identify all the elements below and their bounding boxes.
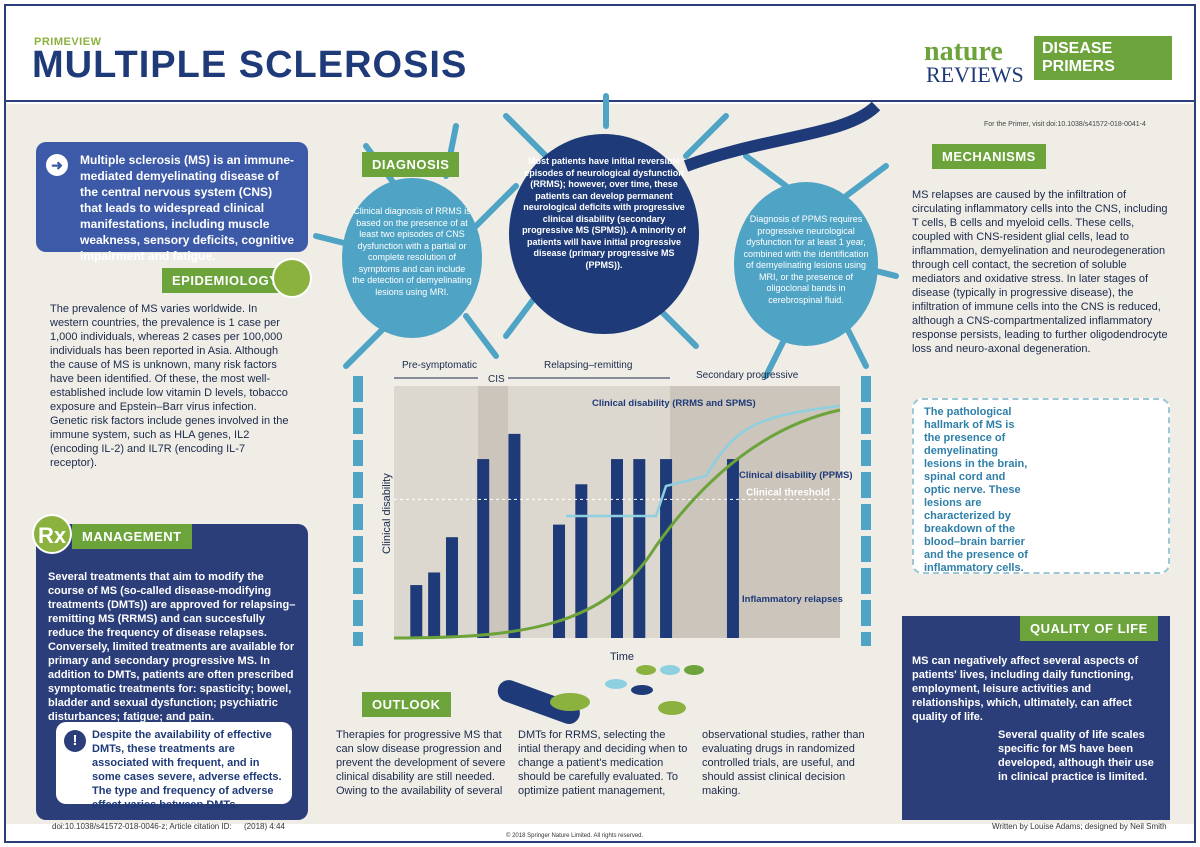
prescription-icon: Rx — [32, 514, 72, 554]
center-neuron-text: Most patients have initial reversible ep… — [522, 156, 686, 270]
relapse-bar — [660, 459, 673, 638]
outlook-col-1: Therapies for progressive MS that can sl… — [336, 729, 506, 797]
nature-reviews-logo: nature REVIEWS — [924, 36, 1034, 87]
outlook-col-2: DMTs for RRMS, selecting the intial ther… — [518, 729, 688, 797]
ppms-curve — [393, 408, 841, 640]
phase-label: Secondary progressive — [696, 370, 799, 381]
epidemiology-section: EPIDEMIOLOGY The prevalence of MS varies… — [36, 268, 308, 504]
phase-label: Pre-symptomatic — [402, 360, 477, 371]
neuron-center — [509, 134, 699, 334]
threshold-label: Clinical threshold — [746, 487, 830, 498]
relapse-bar — [553, 524, 566, 638]
relapse-bar — [575, 484, 588, 638]
intro-text: Multiple sclerosis (MS) is an immune-med… — [80, 153, 295, 263]
y-axis-label: Clinical disability — [381, 473, 393, 554]
logo-dp-line2: PRIMERS — [1042, 58, 1115, 75]
phase-label: CIS — [488, 374, 505, 385]
management-section: MANAGEMENT Several treatments that aim t… — [36, 524, 308, 820]
phase-labels: Pre-symptomatic CIS Relapsing–remitting … — [402, 360, 799, 385]
warning-box: ! Despite the availability of effective … — [56, 722, 292, 811]
myelin-axons — [353, 376, 871, 646]
neuron-ppms — [734, 182, 878, 346]
diagnosis-title: DIAGNOSIS — [362, 152, 460, 177]
x-axis-label: Time — [610, 651, 634, 663]
footer-copyright: © 2018 Springer Nature Limited. All righ… — [506, 833, 644, 839]
series-label-ppms: Clinical disability (PPMS) — [739, 470, 853, 481]
logo-dp-line1: DISEASE — [1042, 40, 1113, 57]
footer-citation: (2018) 4:44 — [244, 822, 285, 831]
poster: PRIMEVIEW MULTIPLE SCLEROSIS nature REVI… — [4, 4, 1196, 843]
axon — [683, 101, 881, 172]
warning-text: Despite the availability of effective DM… — [92, 729, 282, 811]
outlook-col-3: observational studies, rather than evalu… — [702, 729, 865, 797]
quality-title: QUALITY OF LIFE — [1020, 616, 1158, 641]
kicker: PRIMEVIEW — [34, 36, 102, 48]
epidemiology-text: The prevalence of MS varies worldwide. I… — [50, 303, 289, 469]
relapse-bar — [477, 459, 490, 638]
footer-doi: doi:10.1038/s41572-018-0046-z; Article c… — [52, 822, 232, 831]
sp-band — [670, 386, 840, 638]
intro-box: ➜ Multiple sclerosis (MS) is an immune-m… — [36, 142, 308, 263]
globe-icon — [272, 258, 312, 298]
rrms-diagnosis-text: Clinical diagnosis of RRMS is based on t… — [352, 206, 472, 297]
relapse-bar — [428, 572, 441, 638]
header: PRIMEVIEW MULTIPLE SCLEROSIS nature REVI… — [6, 6, 1194, 102]
relapse-bars — [410, 433, 739, 638]
page-title: MULTIPLE SCLEROSIS — [32, 44, 468, 86]
quality-of-life-section: QUALITY OF LIFE MS can negatively affect… — [902, 616, 1170, 820]
hallmark-box: The pathological hallmark of MS is the p… — [912, 398, 1170, 574]
relapse-bar — [508, 433, 521, 638]
relapse-bar — [410, 585, 423, 638]
chart-area: Pre-symptomatic CIS Relapsing–remitting … — [313, 93, 1158, 724]
management-text: Several treatments that aim to modify th… — [48, 571, 296, 723]
hallmark-text: The pathological hallmark of MS is the p… — [924, 406, 1028, 574]
outlook-title: OUTLOOK — [362, 692, 451, 717]
relapse-bar — [611, 459, 623, 638]
quality-text-1: MS can negatively affect several aspects… — [912, 655, 1139, 723]
arrow-right-icon: ➜ — [46, 154, 68, 176]
mechanisms-title: MECHANISMS — [932, 144, 1046, 169]
disease-primers-logo: DISEASE PRIMERS — [1034, 36, 1172, 80]
exclamation-icon: ! — [64, 730, 86, 752]
rrms-spms-curve — [566, 404, 841, 518]
relapse-bar — [633, 459, 646, 638]
phase-label: Relapsing–remitting — [544, 360, 632, 371]
logo-reviews: REVIEWS — [926, 62, 1024, 87]
logo-nature: nature — [924, 36, 1003, 67]
series-label-relapses: Inflammatory relapses — [742, 594, 843, 605]
series-label-rrms: Clinical disability (RRMS and SPMS) — [592, 398, 756, 409]
ppms-diagnosis-text: Diagnosis of PPMS requires progressive n… — [743, 214, 869, 305]
quality-text-2: Several quality of life scales specific … — [998, 729, 1154, 783]
footer-credits: Written by Louise Adams; designed by Nei… — [992, 822, 1167, 831]
neuron-diagnosis — [342, 178, 482, 338]
primer-note: For the Primer, visit doi:10.1038/s41572… — [984, 121, 1146, 128]
mechanisms-text: MS relapses are caused by the infiltrati… — [912, 189, 1168, 355]
relapse-bar — [726, 459, 739, 638]
pills-decoration — [497, 665, 704, 724]
management-title: MANAGEMENT — [72, 524, 192, 549]
epidemiology-title: EPIDEMIOLOGY — [162, 268, 289, 293]
relapse-bar — [445, 537, 458, 638]
